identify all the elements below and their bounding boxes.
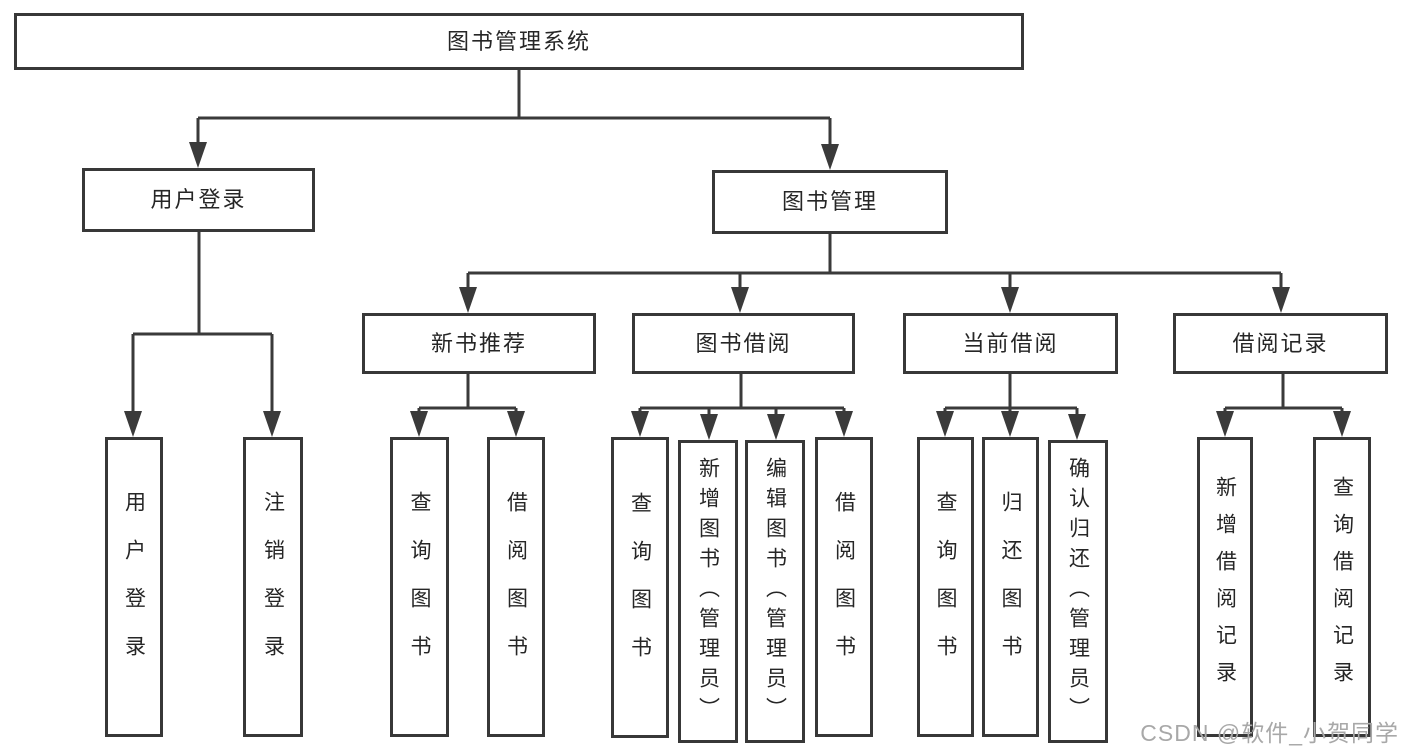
node-book-borrow: 图书借阅 bbox=[632, 313, 855, 374]
leaf-br-query-record: 查询借阅记录 bbox=[1313, 437, 1371, 737]
leaf-bb-edit-books-admin: 编辑图书（管理员） bbox=[745, 440, 805, 743]
node-book-management: 图书管理 bbox=[712, 170, 948, 234]
leaf-nbr-borrow-books: 借阅图书 bbox=[487, 437, 545, 737]
leaf-nbr-query-books: 查询图书 bbox=[390, 437, 449, 737]
leaf-bb-borrow-books: 借阅图书 bbox=[815, 437, 873, 737]
leaf-cb-confirm-return-admin: 确认归还（管理员） bbox=[1048, 440, 1108, 743]
arrowheads bbox=[124, 142, 1351, 440]
leaf-cb-query-books: 查询图书 bbox=[917, 437, 974, 737]
node-user-login: 用户登录 bbox=[82, 168, 315, 232]
node-root-system: 图书管理系统 bbox=[14, 13, 1024, 70]
node-borrow-records: 借阅记录 bbox=[1173, 313, 1388, 374]
leaf-bb-add-books-admin: 新增图书（管理员） bbox=[678, 440, 738, 743]
csdn-watermark: CSDN @软件_小贺同学 bbox=[1140, 720, 1399, 746]
leaf-cb-return-books: 归还图书 bbox=[982, 437, 1039, 737]
leaf-br-add-record: 新增借阅记录 bbox=[1197, 437, 1253, 737]
leaf-logout-login: 注销登录 bbox=[243, 437, 303, 737]
leaf-user-login: 用户登录 bbox=[105, 437, 163, 737]
leaf-bb-query-books: 查询图书 bbox=[611, 437, 669, 738]
node-current-borrow: 当前借阅 bbox=[903, 313, 1118, 374]
node-new-book-recommend: 新书推荐 bbox=[362, 313, 596, 374]
